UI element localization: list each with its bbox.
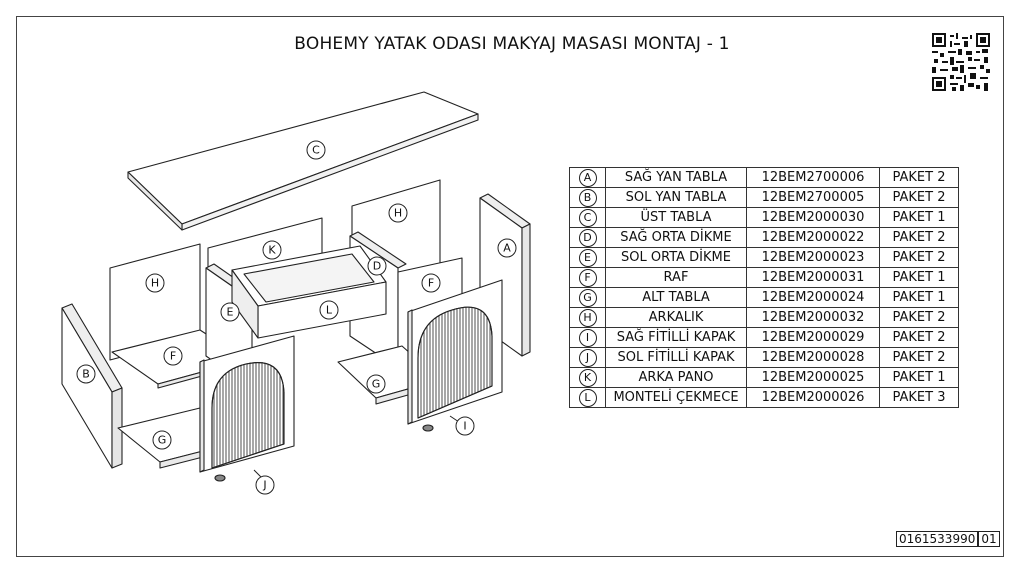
callout-a: A: [503, 242, 511, 255]
part-letter-cell: J: [569, 347, 606, 368]
part-code: 12BEM2000031: [746, 267, 880, 288]
part-code: 12BEM2000032: [746, 307, 880, 328]
part-package: PAKET 1: [879, 287, 959, 308]
part-name: MONTELİ ÇEKMECE: [605, 387, 747, 408]
part-name: ALT TABLA: [605, 287, 747, 308]
callout-f-left: F: [170, 350, 176, 363]
callout-g-left: G: [158, 434, 167, 447]
part-name: SOL ORTA DİKME: [605, 247, 747, 268]
part-name: ARKA PANO: [605, 367, 747, 388]
part-letter: D: [578, 228, 597, 247]
part-code: 12BEM2000028: [746, 347, 880, 368]
part-code: 12BEM2000024: [746, 287, 880, 308]
callout-b: B: [82, 368, 90, 381]
part-letter: G: [578, 288, 597, 307]
part-code: 12BEM2000023: [746, 247, 880, 268]
part-letter-cell: B: [569, 187, 606, 208]
part-letter-cell: L: [569, 387, 606, 408]
part-letter-cell: F: [569, 267, 606, 288]
part-letter: J: [578, 348, 597, 367]
part-letter: A: [578, 168, 597, 187]
document-number-value: 0161533990: [896, 531, 979, 547]
part-package: PAKET 2: [879, 227, 959, 248]
part-letter-cell: H: [569, 307, 606, 328]
part-name: SOL FİTİLLİ KAPAK: [605, 347, 747, 368]
part-name: SOL YAN TABLA: [605, 187, 747, 208]
part-package: PAKET 1: [879, 367, 959, 388]
part-code: 12BEM2000026: [746, 387, 880, 408]
part-code: 12BEM2000029: [746, 327, 880, 348]
callout-d: D: [373, 260, 381, 273]
part-package: PAKET 2: [879, 167, 959, 188]
part-letter: F: [578, 268, 597, 287]
part-name: SAĞ FİTİLLİ KAPAK: [605, 327, 747, 348]
part-letter: E: [578, 248, 597, 267]
part-package: PAKET 3: [879, 387, 959, 408]
callout-i: I: [463, 420, 466, 433]
part-letter-cell: A: [569, 167, 606, 188]
part-letter-cell: C: [569, 207, 606, 228]
part-name: SAĞ ORTA DİKME: [605, 227, 747, 248]
part-letter: L: [578, 388, 597, 407]
part-name: RAF: [605, 267, 747, 288]
document-revision: 01: [978, 531, 1000, 547]
part-code: 12BEM2000022: [746, 227, 880, 248]
part-name: ÜST TABLA: [605, 207, 747, 228]
part-package: PAKET 2: [879, 327, 959, 348]
part-code: 12BEM2000025: [746, 367, 880, 388]
part-letter-cell: G: [569, 287, 606, 308]
part-package: PAKET 2: [879, 247, 959, 268]
callout-c: C: [312, 144, 320, 157]
callout-k: K: [268, 244, 276, 257]
drawing-frame: [16, 16, 1004, 557]
part-code: 12BEM2700005: [746, 187, 880, 208]
part-package: PAKET 2: [879, 307, 959, 328]
callout-j: J: [262, 479, 266, 492]
part-code: 12BEM2000030: [746, 207, 880, 228]
part-letter-cell: E: [569, 247, 606, 268]
part-letter: H: [578, 308, 597, 327]
page-title: BOHEMY YATAK ODASI MAKYAJ MASASI MONTAJ …: [294, 34, 730, 54]
part-letter: B: [578, 188, 597, 207]
part-package: PAKET 1: [879, 207, 959, 228]
callout-e: E: [227, 306, 234, 319]
callout-h-left: H: [151, 277, 159, 290]
part-package: PAKET 1: [879, 267, 959, 288]
callout-l: L: [326, 304, 333, 317]
callout-h-right: H: [394, 207, 402, 220]
part-letter-cell: K: [569, 367, 606, 388]
part-package: PAKET 2: [879, 347, 959, 368]
part-letter: C: [578, 208, 597, 227]
part-letter-cell: I: [569, 327, 606, 348]
callout-g-right: G: [372, 378, 381, 391]
part-letter: K: [578, 368, 597, 387]
part-letter-cell: D: [569, 227, 606, 248]
part-package: PAKET 2: [879, 187, 959, 208]
callout-f-right: F: [428, 277, 434, 290]
part-name: SAĞ YAN TABLA: [605, 167, 747, 188]
qr-code-icon: [932, 33, 990, 91]
part-name: ARKALIK: [605, 307, 747, 328]
part-letter: I: [578, 328, 597, 347]
part-code: 12BEM2700006: [746, 167, 880, 188]
